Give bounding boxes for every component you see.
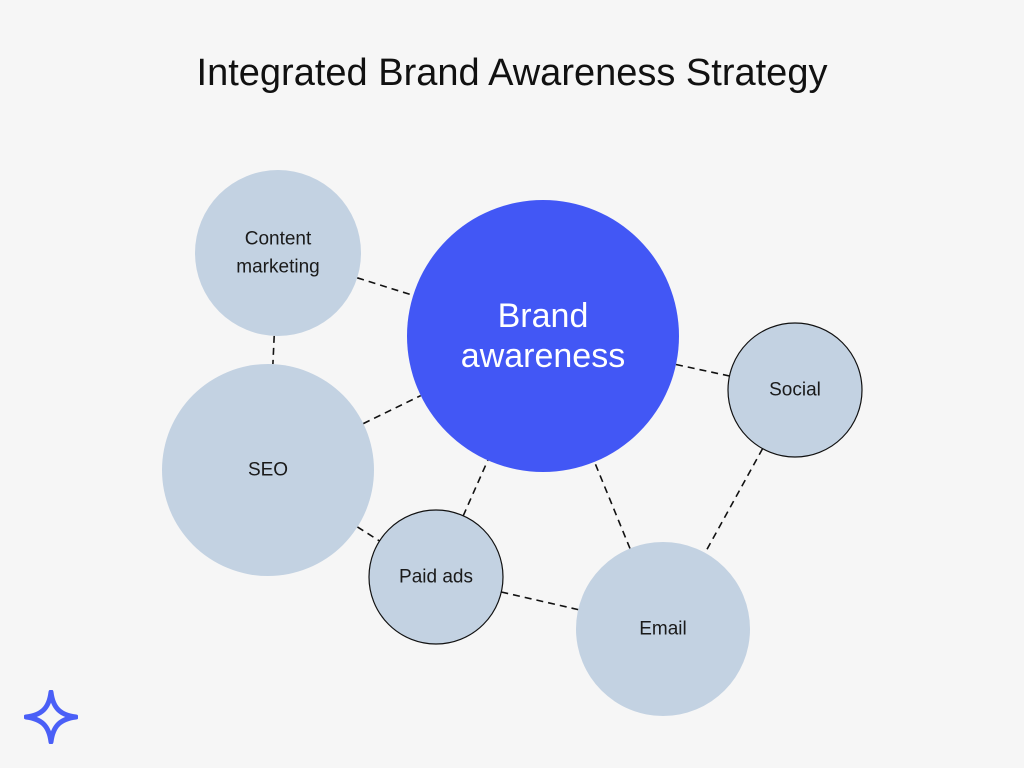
node-label-paid: Paid ads	[399, 567, 473, 588]
node-paid: Paid ads	[368, 509, 504, 645]
connector-paid-brand	[462, 459, 489, 517]
connector-content-brand	[356, 277, 414, 297]
node-label-email: Email	[639, 619, 687, 640]
connector-paid-email	[501, 591, 579, 611]
node-circle-brand	[407, 200, 679, 472]
node-label-brand: Brand	[498, 297, 589, 335]
connector-social-email	[704, 448, 764, 554]
connector-email-brand	[593, 461, 631, 549]
node-circle-social	[727, 322, 863, 458]
node-label-content: marketing	[236, 257, 319, 278]
four-point-star-icon	[24, 690, 78, 744]
connector-seo-brand	[362, 394, 422, 425]
node-email: Email	[576, 542, 750, 716]
node-circle-seo	[162, 364, 374, 576]
node-label-content: Content	[245, 229, 312, 250]
node-seo: SEO	[162, 364, 374, 576]
connector-content-seo	[272, 335, 275, 365]
node-content: Content marketing	[195, 170, 361, 336]
node-label-social: Social	[769, 380, 821, 401]
node-circle-email	[576, 542, 750, 716]
connector-seo-paid	[356, 526, 380, 542]
node-circle-paid	[368, 509, 504, 645]
diagram-title: Integrated Brand Awareness Strategy	[196, 52, 828, 94]
node-label-brand: awareness	[461, 337, 625, 375]
node-social: Social	[727, 322, 863, 458]
connector-brand-social	[675, 363, 730, 377]
node-label-seo: SEO	[248, 460, 288, 481]
node-circle-content	[195, 170, 361, 336]
connectors	[272, 277, 764, 611]
